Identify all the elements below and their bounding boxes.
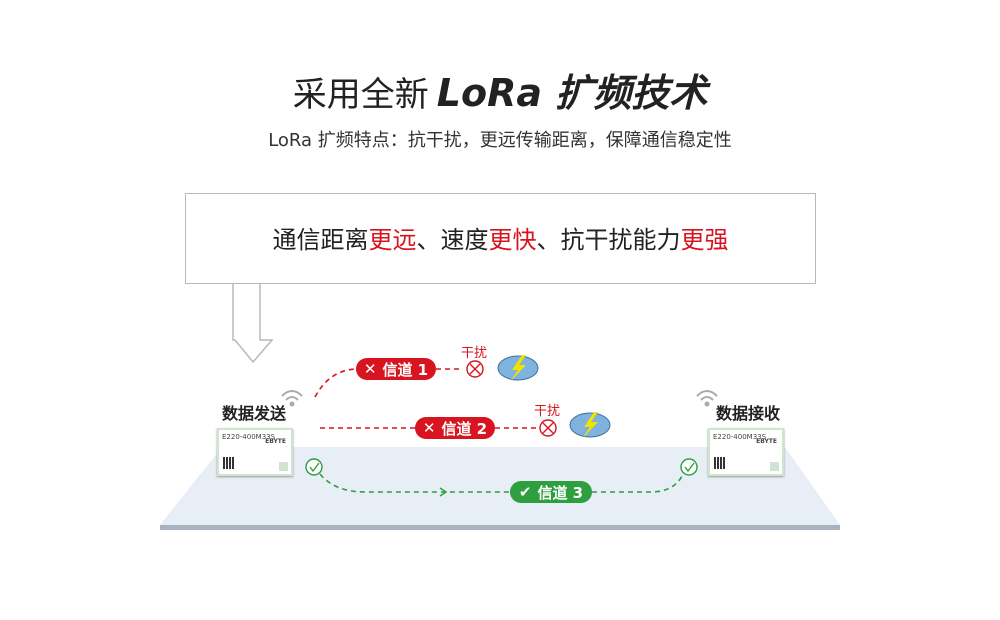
platform-edge <box>160 525 840 530</box>
interference-label-2: 干扰 <box>534 404 561 419</box>
module-brand: EBYTE <box>756 438 777 445</box>
callout-text: 通信距离更远、速度更快、抗干扰能力更强 <box>272 226 729 254</box>
receiver-label: 数据接收 <box>716 404 781 423</box>
check-circle-icon <box>305 458 323 476</box>
x-icon: ✕ <box>422 419 436 437</box>
callout-box <box>185 193 816 284</box>
qr-code <box>714 457 726 469</box>
channel-1-badge: ✕信道 1 <box>356 358 436 380</box>
interference-x-icon <box>466 360 484 378</box>
direction-arrow-icon <box>439 487 448 497</box>
title-highlight: LoRa 扩频技术 <box>436 71 708 115</box>
channel-2-badge: ✕信道 2 <box>415 417 495 439</box>
qr-code <box>223 457 235 469</box>
channel-3-line <box>319 473 684 493</box>
wifi-icon <box>696 390 718 407</box>
interference-x-icon <box>539 419 557 437</box>
interference-label-1: 干扰 <box>461 346 488 361</box>
title-prefix: 采用全新 <box>292 75 429 115</box>
subtitle: LoRa 扩频特点：抗干扰，更远传输距离，保障通信稳定性 <box>268 130 732 151</box>
sender-label: 数据发送 <box>222 404 287 423</box>
channel-1-line <box>314 368 463 398</box>
callout-arrow <box>232 282 274 364</box>
storm-cloud-icon <box>497 355 539 382</box>
wifi-icon <box>281 390 303 407</box>
check-circle-icon <box>680 458 698 476</box>
module-model: E220-400M33S <box>222 433 276 441</box>
x-icon: ✕ <box>363 360 377 378</box>
storm-cloud-icon <box>569 412 611 439</box>
channel-3-badge: ✔信道 3 <box>510 481 592 503</box>
module-model: E220-400M33S <box>713 433 767 441</box>
check-icon: ✔ <box>518 483 532 501</box>
module-brand: EBYTE <box>265 438 286 445</box>
platform <box>160 447 840 525</box>
